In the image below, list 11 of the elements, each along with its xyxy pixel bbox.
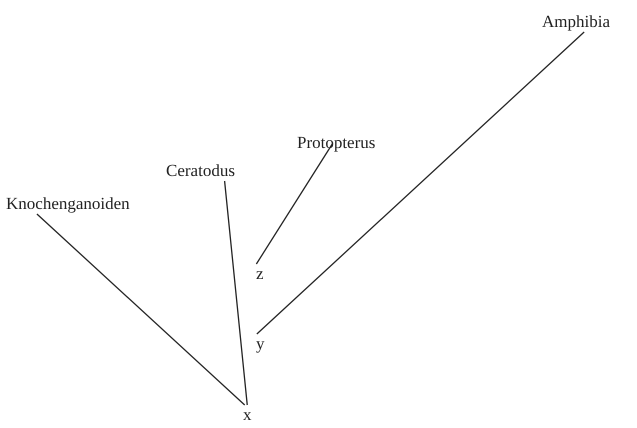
tree-branch — [256, 144, 333, 264]
tree-branch — [224, 180, 248, 406]
taxon-label: y — [256, 334, 264, 354]
tree-branch — [256, 32, 585, 334]
taxon-label: x — [243, 405, 252, 425]
tree-branch — [36, 214, 246, 406]
taxon-label: Amphibia — [542, 12, 610, 32]
taxon-label: Protopterus — [297, 133, 376, 153]
taxon-label: Knochenganoiden — [6, 194, 130, 214]
taxon-label: z — [256, 264, 264, 284]
taxon-label: Ceratodus — [166, 161, 235, 181]
